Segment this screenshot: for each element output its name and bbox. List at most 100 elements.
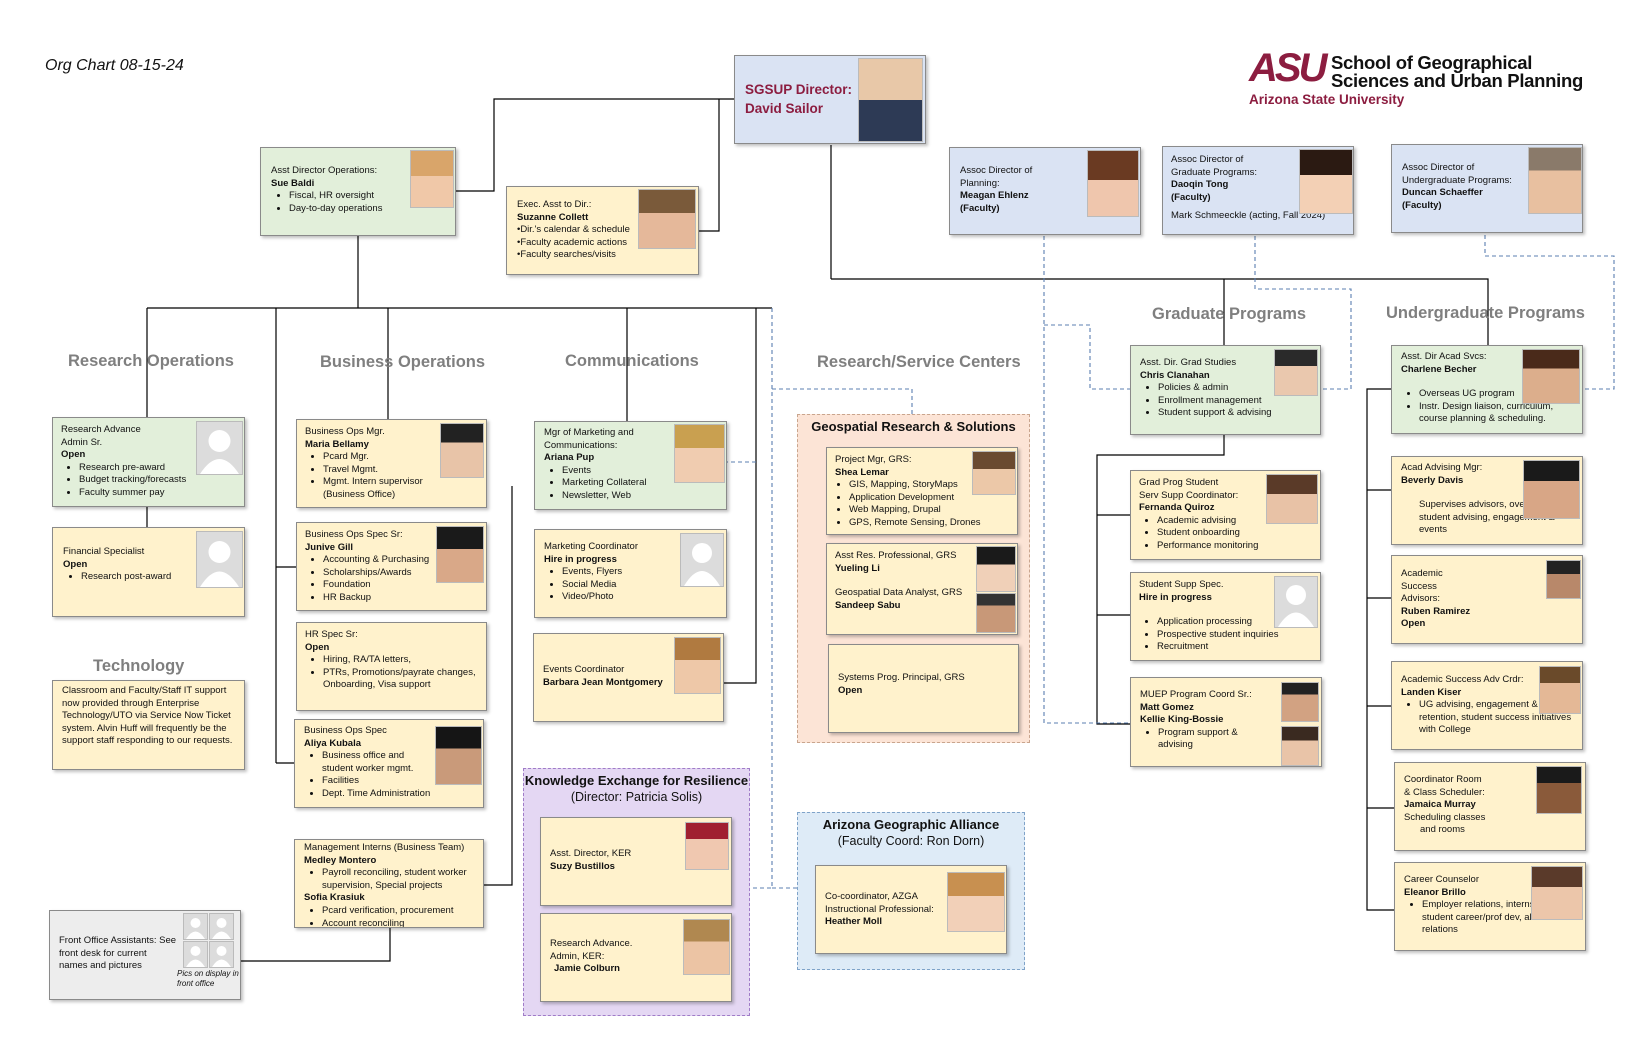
front-office-box: Front Office Assistants: See front desk …	[49, 910, 241, 1000]
list-item: Account reconciling	[322, 918, 474, 927]
muep-coord-photo-1	[1281, 682, 1319, 722]
role-line: Admin, KER:	[550, 950, 605, 962]
person-name: Ruben Ramirez	[1401, 605, 1471, 617]
list-item: Events	[562, 465, 717, 478]
list-item: Student onboarding	[1157, 527, 1312, 540]
placeholder-avatar-icon	[196, 421, 243, 475]
asst-dir-acad-svcs-photo	[1522, 349, 1580, 404]
assoc-grad-line: Graduate Programs:	[1171, 166, 1258, 178]
list-item: Newsletter, Web	[562, 490, 717, 503]
assoc-planning-line: Assoc Director of	[960, 165, 1033, 176]
muep-coord-photo-2	[1281, 726, 1319, 766]
list-item: Employer relations, internships, student…	[1422, 899, 1576, 937]
list-item: Marketing Collateral	[562, 477, 717, 490]
exec-asst-photo	[638, 189, 696, 249]
role-line: Mgr of Marketing and	[544, 427, 634, 438]
person-name: Jamie Colburn	[554, 963, 620, 975]
role-title: Business Ops Mgr.	[305, 426, 385, 437]
asu-university-name: Arizona State University	[1249, 92, 1405, 107]
asst-dir-grad-photo	[1274, 349, 1318, 396]
aga-title: Arizona Geographic Alliance	[822, 817, 1000, 832]
role-line: Research Advance.	[550, 938, 633, 949]
role-line: Communications:	[544, 439, 618, 451]
role-line: Co-coordinator, AZGA	[825, 891, 918, 902]
list-item: Hiring, RA/TA letters,	[323, 654, 478, 667]
list-item: Performance monitoring	[1157, 540, 1312, 553]
list-item: Research post-award	[81, 571, 234, 584]
person-name: Eleanor Brillo	[1404, 886, 1466, 898]
assoc-grad-name: Daoqin Tong	[1171, 179, 1229, 191]
asst-director-ops-box: Asst Director Operations: Sue Baldi Fisc…	[260, 147, 456, 236]
placeholder-avatar-icon	[680, 533, 724, 587]
grs-project-mgr-photo	[972, 451, 1016, 495]
section-business-operations: Business Operations	[320, 353, 486, 371]
geospatial-title: Geospatial Research & Solutions	[811, 419, 1016, 434]
list-item: Academic advising	[1157, 515, 1312, 528]
list-item: Application processing	[1157, 616, 1312, 629]
ker-research-admin-box: Research Advance. Admin, KER: Jamie Colb…	[540, 913, 732, 1002]
person-name: Open	[63, 558, 88, 570]
career-counselor-box: Career Counselor Eleanor Brillo Employer…	[1394, 862, 1586, 951]
role-title: Asst. Director, KER	[550, 848, 632, 859]
person-name: Beverly Davis	[1401, 474, 1464, 486]
role-line: Serv Supp Coordinator:	[1139, 489, 1239, 501]
role-line: Instructional Professional:	[825, 903, 934, 915]
business-ops-mgr-photo	[440, 423, 484, 478]
person-name: Aliya Kubala	[304, 737, 362, 749]
list-item: GIS, Mapping, StoryMaps	[849, 479, 1009, 492]
ker-asst-director-box: Asst. Director, KER Suzy Bustillos	[540, 817, 732, 906]
role-line: Research Advance	[61, 424, 141, 435]
person-name: Sofia Krasiuk	[304, 892, 365, 904]
person-name: Hire in progress	[1139, 591, 1212, 603]
role-line: Academic	[1401, 568, 1443, 579]
director-photo	[858, 58, 923, 142]
technology-box: Classroom and Faculty/Staff IT support n…	[52, 680, 245, 770]
person-name: Open	[838, 684, 863, 696]
assoc-ug-line: Undergraduate Programs:	[1402, 174, 1512, 186]
ker-subtitle: (Director: Patricia Solis)	[570, 790, 703, 804]
person-name: Maria Bellamy	[305, 438, 369, 450]
list-item: Recruitment	[1157, 641, 1312, 654]
assoc-grad-line: Assoc Director of	[1171, 154, 1244, 165]
list-item: HR Backup	[323, 592, 478, 605]
room-class-scheduler-box: Coordinator Room & Class Scheduler: Jama…	[1394, 762, 1586, 851]
person-name: Landen Kiser	[1401, 686, 1462, 698]
assoc-planning-name: Meagan Ehlenz	[960, 190, 1029, 202]
person-name: Ariana Pup	[544, 452, 595, 464]
management-interns-box: Management Interns (Business Team) Medle…	[294, 839, 484, 928]
hr-spec-sr-box: HR Spec Sr: Open Hiring, RA/TA letters, …	[296, 622, 487, 711]
role-line: Marketing Coordinator	[544, 541, 638, 552]
list-item: Enrollment management	[1158, 395, 1311, 408]
technology-text: Classroom and Faculty/Staff IT support n…	[62, 685, 233, 747]
acad-advising-mgr-box: Acad Advising Mgr: Beverly Davis Supervi…	[1391, 456, 1583, 545]
role-line: Grad Prog Student	[1139, 477, 1219, 488]
assoc-ug-note: (Faculty)	[1402, 199, 1442, 211]
asu-logo-mark: ASU	[1249, 46, 1327, 90]
list-item: Budget tracking/forecasts	[79, 474, 236, 487]
person-name: Jamaica Murray	[1404, 799, 1476, 811]
grad-prog-coordinator-photo	[1266, 474, 1318, 524]
list-item: Facilities	[322, 775, 474, 788]
career-counselor-photo	[1531, 866, 1583, 920]
role-title: Project Mgr, GRS:	[835, 454, 912, 465]
events-coordinator-photo	[674, 637, 721, 694]
list-item: Mgmt. Intern supervisor (Business Office…	[323, 476, 428, 501]
assoc-grad-note: (Faculty)	[1171, 191, 1211, 203]
front-office-text: Front Office Assistants: See front desk …	[59, 935, 177, 972]
list-item: Travel Mgmt.	[323, 464, 478, 477]
role-line: Student Supp Spec.	[1139, 579, 1224, 590]
role-title: Asst Res. Professional, GRS	[835, 550, 957, 561]
role-title: Asst. Dir. Grad Studies	[1140, 357, 1237, 368]
list-item: Day-to-day operations	[289, 203, 445, 216]
assoc-planning-photo	[1087, 150, 1139, 217]
list-item: Dept. Time Administration	[322, 788, 474, 801]
person-name: Sandeep Sabu	[835, 599, 901, 611]
list-item: Foundation	[323, 579, 478, 592]
list-item: Pcard Mgr.	[323, 451, 478, 464]
person-name: Kellie King-Bossie	[1140, 714, 1224, 726]
role-title: Business Ops Spec Sr:	[305, 529, 403, 540]
grs-systems-prog-box: Systems Prog. Principal, GRS Open	[828, 644, 1019, 733]
list-item: Program support & advising	[1158, 727, 1253, 752]
list-item: Prospective student inquiries	[1157, 629, 1312, 642]
person-name: Barbara Jean Montgomery	[543, 676, 663, 688]
